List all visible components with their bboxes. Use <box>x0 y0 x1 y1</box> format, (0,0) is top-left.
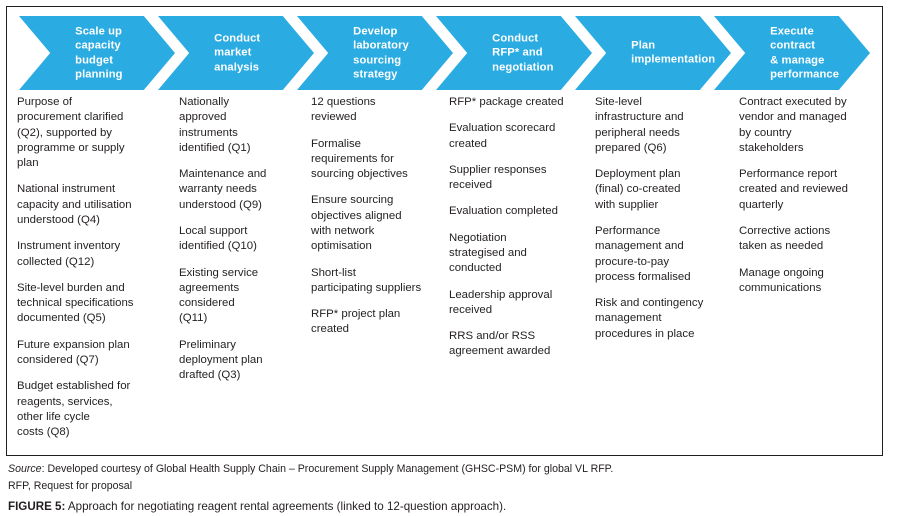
list-item: Short-list participating suppliers <box>311 266 422 294</box>
process-step-4[interactable]: Conduct RFP* and negotiation <box>436 16 592 90</box>
figure-footer: Source: Developed courtesy of Global Hea… <box>8 462 888 516</box>
list-item: Nationally approved instruments identifi… <box>179 96 251 154</box>
process-step-3-label: Develop laboratory sourcing strategy <box>353 25 409 81</box>
list-item: Site-level burden and technical specific… <box>17 281 134 325</box>
list-item: Ensure sourcing objectives aligned with … <box>311 194 402 253</box>
list-item: Site-level infrastructure and peripheral… <box>595 96 684 154</box>
list-item: Corrective actions taken as needed <box>739 224 831 253</box>
figure-caption: FIGURE 5: Approach for negotiating reage… <box>8 499 888 516</box>
list-item: Instrument inventory collected (Q12) <box>17 240 121 268</box>
source-text: : Developed courtesy of Global Health Su… <box>41 463 614 475</box>
list-item: Leadership approval received <box>449 288 553 316</box>
step-column-4: RFP* package created Evaluation scorecar… <box>449 95 591 360</box>
step-column-2: Nationally approved instruments identifi… <box>179 95 309 384</box>
list-item: Preliminary deployment plan drafted (Q3) <box>179 338 263 382</box>
list-item: Supplier responses received <box>449 163 547 192</box>
list-item: Contract executed by vendor and managed … <box>739 96 847 154</box>
figure-panel: Scale up capacity budget planning Conduc… <box>6 6 883 456</box>
process-step-2-label: Conduct market analysis <box>214 32 261 74</box>
source-label: Source <box>8 463 42 475</box>
process-step-2[interactable]: Conduct market analysis <box>158 16 314 90</box>
list-item: Existing service agreements considered (… <box>179 266 259 325</box>
step-column-6: Contract executed by vendor and managed … <box>739 95 879 296</box>
process-step-1-label: Scale up capacity budget planning <box>75 25 123 81</box>
figure-title: Approach for negotiating reagent rental … <box>65 500 507 514</box>
list-item: National instrument capacity and utilisa… <box>17 183 132 226</box>
process-step-6-label: Execute contract & manage performance <box>770 25 840 81</box>
list-item: Local support identified (Q10) <box>179 224 257 253</box>
list-item: Evaluation completed <box>449 205 558 218</box>
step-column-5: Site-level infrastructure and peripheral… <box>595 95 735 342</box>
process-step-5[interactable]: Plan implementation <box>575 16 731 90</box>
list-item: Deployment plan (final) co-created with … <box>595 168 681 211</box>
abbreviation-line: RFP, Request for proposal <box>8 479 133 492</box>
process-chevron-band: Scale up capacity budget planning Conduc… <box>19 16 871 90</box>
list-item: RFP* package created <box>449 96 564 108</box>
list-item: Evaluation scorecard created <box>449 122 556 150</box>
process-step-6[interactable]: Execute contract & manage performance <box>714 16 870 90</box>
step-column-3: 12 questions reviewed Formalise requirem… <box>311 95 449 338</box>
list-item: RRS and/or RSS agreement awarded <box>449 330 551 358</box>
source-line: Source: Developed courtesy of Global Hea… <box>8 462 888 478</box>
step-detail-columns: Purpose of procurement clarified (Q2), s… <box>7 95 884 455</box>
figure-number: FIGURE 5: <box>8 500 66 514</box>
process-step-4-label: Conduct RFP* and negotiation <box>492 32 554 74</box>
list-item: Maintenance and warranty needs understoo… <box>179 168 267 211</box>
list-item: Future expansion plan considered (Q7) <box>17 338 130 366</box>
list-item: Purpose of procurement clarified (Q2), s… <box>17 96 125 170</box>
list-item: Negotiation strategised and conducted <box>449 231 527 275</box>
list-item: Manage ongoing communications <box>739 266 824 294</box>
list-item: Formalise requirements for sourcing obje… <box>311 137 408 181</box>
step-column-1: Purpose of procurement clarified (Q2), s… <box>17 95 175 440</box>
process-step-3[interactable]: Develop laboratory sourcing strategy <box>297 16 453 90</box>
list-item: Performance management and procure-to-pa… <box>595 224 691 283</box>
list-item: Performance report created and reviewed … <box>739 168 848 211</box>
list-item: 12 questions reviewed <box>311 96 376 124</box>
list-item: Budget established for reagents, service… <box>17 380 131 439</box>
process-step-5-label: Plan implementation <box>631 39 716 66</box>
list-item: Risk and contingency management procedur… <box>595 297 704 340</box>
list-item: RFP* project plan created <box>311 308 401 336</box>
process-step-1[interactable]: Scale up capacity budget planning <box>19 16 175 90</box>
